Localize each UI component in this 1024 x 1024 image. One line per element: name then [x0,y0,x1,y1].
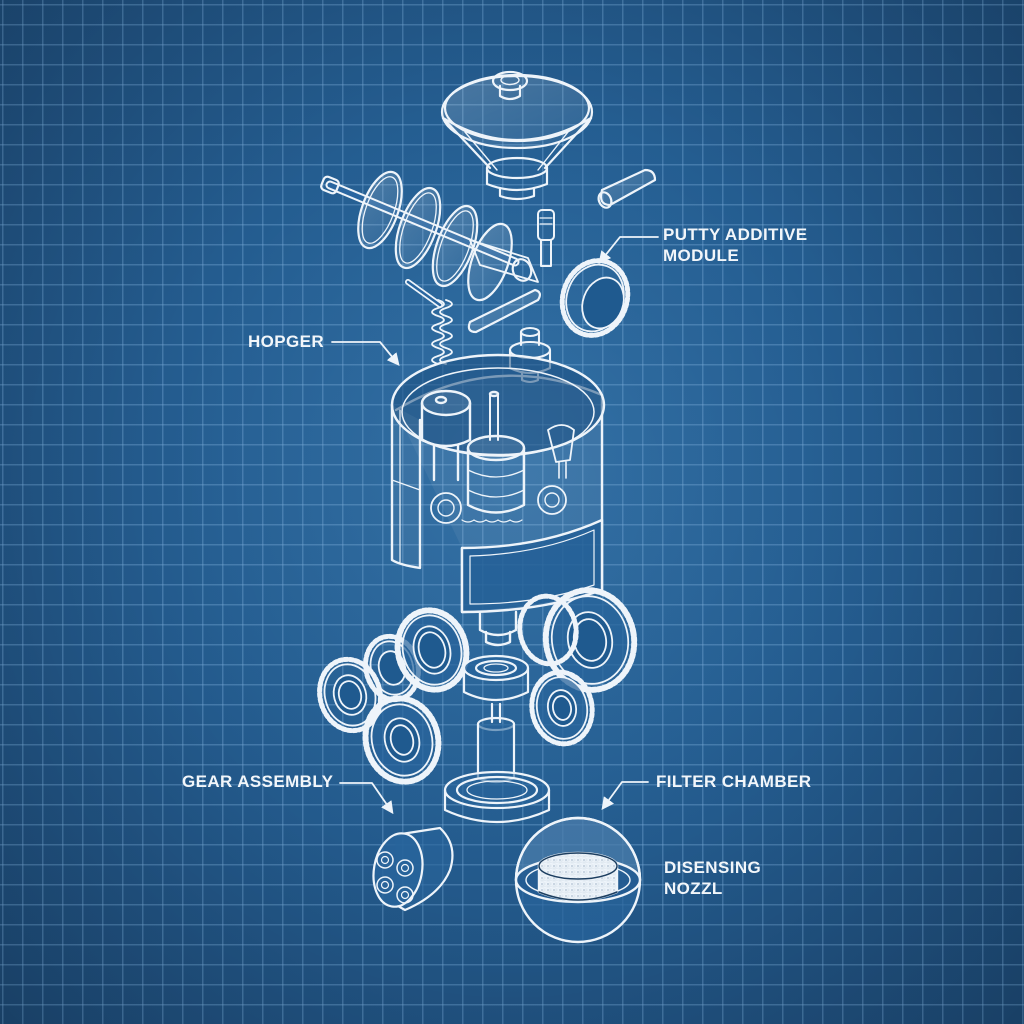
small-pin-connector [537,209,555,267]
bearing-shaft-base [443,654,551,824]
label-line: GEAR ASSEMBLY [182,772,334,791]
hopper-leader-arrow [331,341,400,366]
putty-leader-arrow [598,236,659,264]
funnel-cap [440,70,594,201]
auger-screw-shaft [320,170,539,302]
label-line: FILTER CHAMBER [656,772,812,791]
filter-sphere [514,816,642,944]
spring-rod [405,279,453,365]
four-hole-cylinder [372,826,454,912]
label-line: HOPGER [248,332,325,351]
gear-leader-arrow [339,782,394,815]
hopper-housing [390,353,606,647]
label-hopper: HOPGER [248,331,324,352]
label-gear-assembly: GEAR ASSEMBLY [182,771,333,792]
label-filter-chamber: FILTER CHAMBER [656,771,811,792]
label-dispensing-nozzle: DISENSING NOZZL [664,857,761,899]
label-line: MODULE [663,246,740,265]
label-line: DISENSING [664,858,762,877]
label-putty-additive-module: PUTTY ADDITIVE MODULE [663,224,807,266]
spur-gears-cluster [317,587,638,785]
label-line: NOZZL [664,879,723,898]
straight-rod [467,288,542,334]
leader-lines [331,236,659,815]
roller-plug [597,168,657,209]
small-ring-gear [559,258,631,338]
label-line: PUTTY ADDITIVE [663,225,808,244]
filter-leader-arrow [601,781,649,811]
